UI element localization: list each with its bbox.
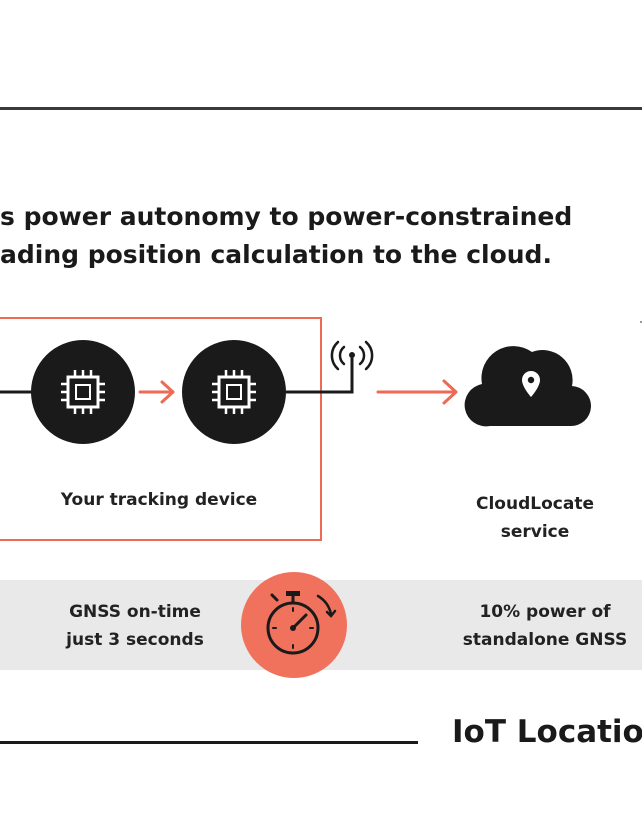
chip-icon bbox=[31, 340, 135, 444]
cloudlocate-service-label: CloudLocate service bbox=[440, 490, 630, 546]
cloud-label-line-2: service bbox=[500, 522, 570, 542]
arrow-right-icon bbox=[138, 380, 175, 404]
headline: s power autonomy to power-constrained ad… bbox=[0, 198, 642, 274]
bottom-divider bbox=[0, 741, 418, 744]
headline-line-2: ading position calculation to the cloud. bbox=[0, 240, 552, 269]
gnss-on-time-stat: GNSS on-time just 3 seconds bbox=[40, 598, 230, 654]
gnss-stat-line-2: just 3 seconds bbox=[66, 630, 204, 650]
cloud-label-line-1: CloudLocate bbox=[476, 494, 594, 514]
power-stat-line-2: standalone GNSS bbox=[462, 630, 628, 650]
top-divider bbox=[0, 107, 642, 110]
power-stat-line-1: 10% power of bbox=[479, 602, 611, 622]
antenna-icon bbox=[330, 340, 374, 374]
headline-line-1: s power autonomy to power-constrained bbox=[0, 202, 573, 231]
arrow-right-icon bbox=[376, 379, 458, 405]
power-stat: 10% power of standalone GNSS bbox=[440, 598, 642, 654]
chip-icon bbox=[182, 340, 286, 444]
tracking-device-label: Your tracking device bbox=[60, 490, 258, 510]
tracking-device-box bbox=[0, 317, 322, 541]
cloud-location-icon bbox=[464, 346, 592, 427]
stopwatch-icon bbox=[266, 591, 337, 655]
footer-title: IoT Locatio bbox=[452, 714, 642, 750]
gnss-stat-line-1: GNSS on-time bbox=[69, 602, 201, 622]
